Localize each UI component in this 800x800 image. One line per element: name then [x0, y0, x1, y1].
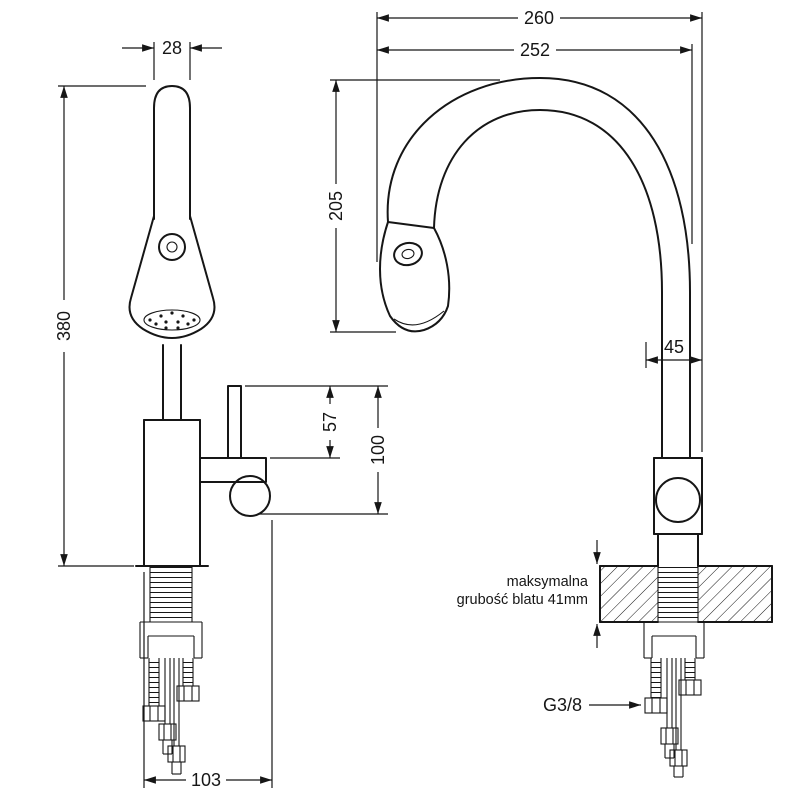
mounting-bracket	[139, 621, 203, 659]
dim-lever-offset: 57	[245, 385, 388, 459]
supply-hose-b	[669, 658, 688, 778]
dim-lever-offset-label: 57	[320, 412, 340, 432]
supply-hose-a	[660, 658, 679, 759]
dim-total-height-label: 380	[54, 311, 74, 341]
mounting-stud-right	[176, 658, 200, 702]
spray-button-outer	[393, 241, 423, 267]
mounting-stud-left	[644, 658, 668, 714]
counter-note-line2: grubość blatu 41mm	[457, 592, 588, 608]
dim-spout-height: 205	[326, 79, 500, 333]
dim-total-height: 380	[54, 85, 146, 567]
faucet-body-front	[135, 344, 271, 567]
supply-hose-b	[167, 658, 186, 775]
sprayer-head-front	[128, 85, 216, 339]
dim-spout-reach: 252	[377, 40, 693, 244]
dim-body-depth: 45	[645, 337, 702, 368]
valve-body-circle	[655, 477, 701, 523]
mounting-stud-left	[142, 658, 166, 722]
countertop-thickness-note: maksymalna grubość blatu 41mm	[457, 540, 601, 648]
faucet-body-side	[653, 457, 703, 567]
connection-thread-label: G3/8	[543, 695, 582, 715]
sprayer-head-side	[379, 221, 451, 333]
mounting-side	[643, 566, 705, 778]
aerator-face	[143, 309, 201, 331]
cartridge-cap	[229, 475, 271, 517]
dim-overall-depth: 260	[376, 8, 703, 452]
side-view: 260 252 205 45 maksymalna gru	[326, 8, 773, 778]
threaded-shank	[150, 566, 192, 622]
lever-arm	[199, 457, 267, 483]
dim-spout-height-label: 205	[326, 191, 346, 221]
dim-body-depth-label: 45	[664, 337, 684, 357]
lever-blade	[227, 385, 242, 459]
dim-overall-depth-label: 260	[524, 8, 554, 28]
connection-thread-callout: G3/8	[543, 695, 641, 715]
dim-lever-height: 100	[258, 386, 388, 515]
threaded-shank	[658, 566, 698, 622]
spray-button-inner	[166, 241, 178, 253]
dim-base-width-label: 103	[191, 770, 221, 790]
spray-button-outer	[158, 233, 186, 261]
counter-note-line1: maksymalna	[507, 574, 589, 590]
dim-spout-width-label: 28	[162, 38, 182, 58]
dim-lever-height-label: 100	[368, 435, 388, 465]
aerator-dots	[148, 311, 196, 330]
dim-spout-width: 28	[122, 38, 222, 80]
gooseneck-spout	[386, 77, 691, 459]
front-view: 28 380 57 100	[54, 38, 388, 790]
dim-spout-reach-label: 252	[520, 40, 550, 60]
spray-button-inner	[401, 248, 415, 260]
dim-base-width: 103	[143, 520, 273, 790]
mounting-bracket	[643, 621, 705, 659]
countertop-slab	[599, 565, 773, 623]
supply-hose-a	[158, 658, 177, 755]
mounting-stud-right	[678, 658, 702, 696]
aerator-edge	[393, 310, 445, 326]
mounting-front	[139, 566, 203, 775]
